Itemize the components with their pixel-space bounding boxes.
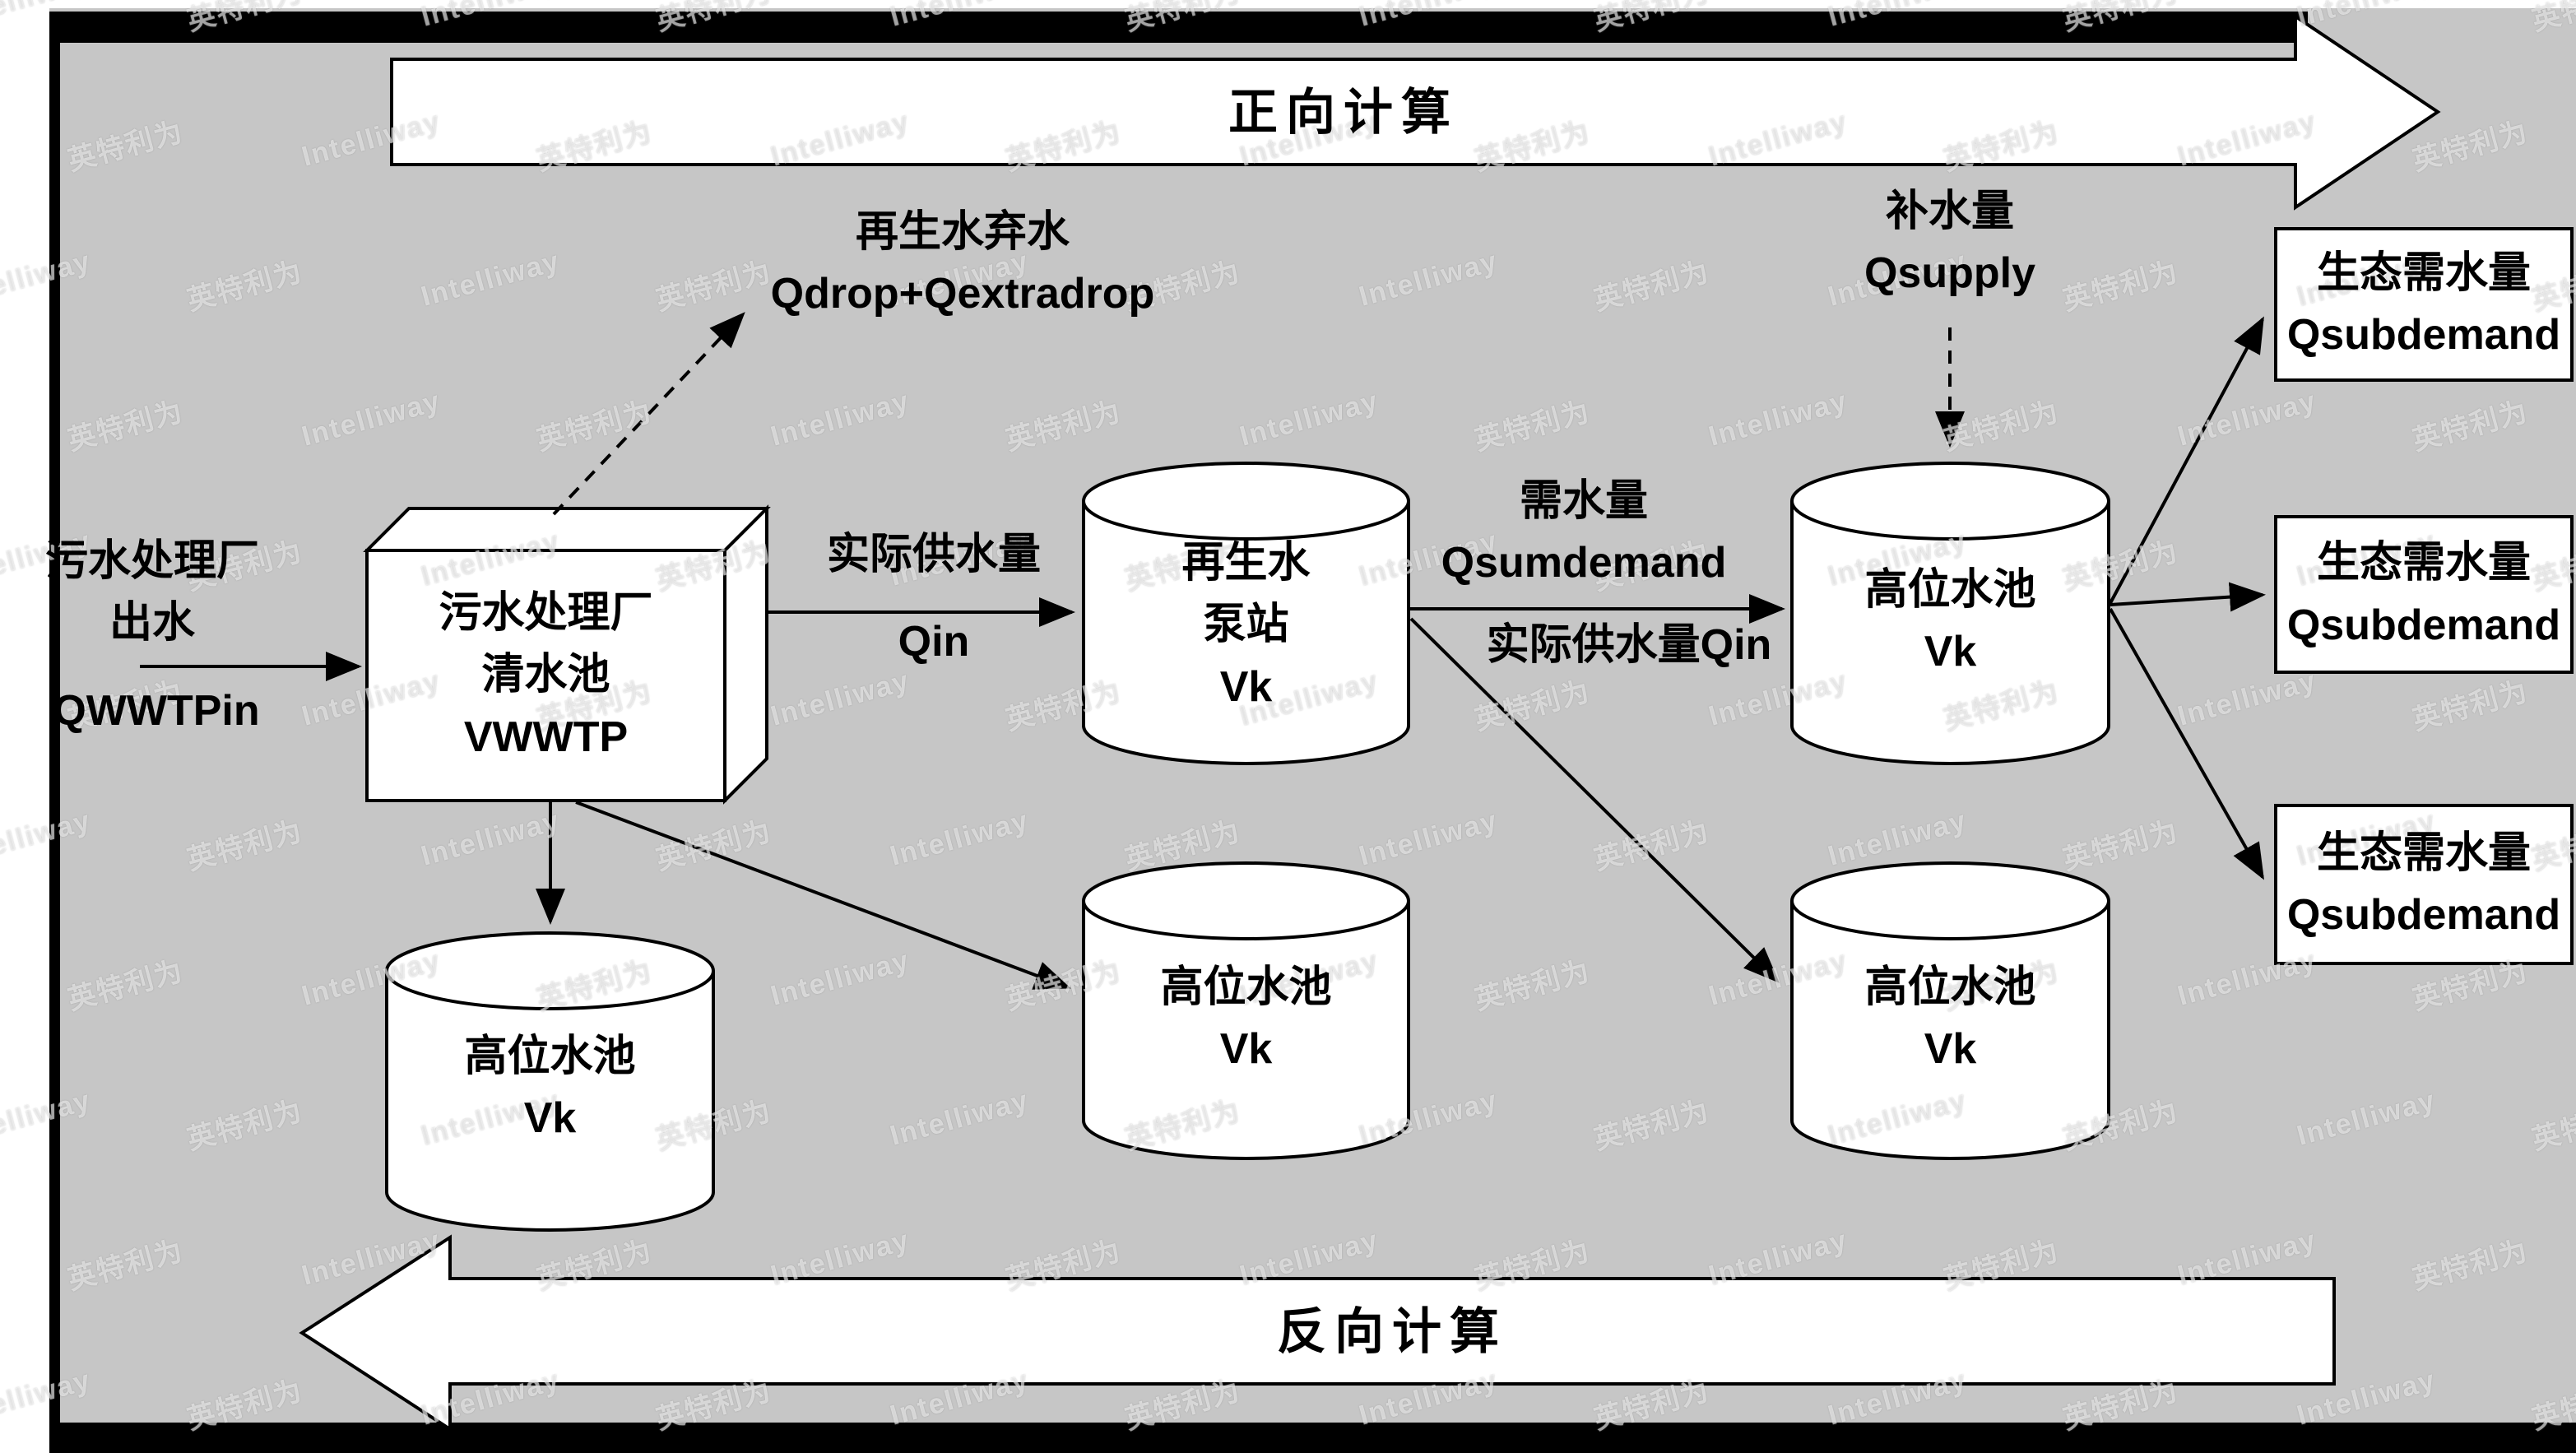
tank-left-name: 高位水池: [464, 1032, 636, 1080]
backward-banner-arrow: [299, 1234, 2336, 1432]
pump-line2: 泵站: [1203, 601, 1289, 649]
arrow-tank-top-to-eco2: [2110, 582, 2266, 612]
edge-demand-below-label: 实际供水量Qin: [1415, 619, 1843, 673]
eco3-line2: Qsubdemand: [2286, 891, 2561, 939]
tank-mid-name: 高位水池: [1160, 963, 1332, 1011]
supply-line1: 补水量: [1885, 187, 2014, 235]
pump-label: 再生水 泵站 Vk: [1084, 502, 1409, 749]
influent-label: 污水处理厂 出水: [29, 527, 276, 658]
tank-right-cylinder-shape: [1790, 861, 2110, 1160]
backward-banner-text: 反向计算: [1277, 1303, 1507, 1359]
arrow-wwtp-to-tank-mid: [575, 801, 1071, 990]
eco1-box-shape: [2274, 227, 2574, 382]
edge-qin-below: Qin: [898, 618, 970, 666]
eco3-box-shape: [2274, 804, 2574, 965]
wwtp-box-shape: [363, 504, 771, 805]
flow-arrows: [140, 312, 2266, 990]
tank-left-label: 高位水池 Vk: [387, 997, 713, 1178]
tank-top-cylinder-shape: [1790, 462, 2110, 765]
eco1-line2: Qsubdemand: [2286, 311, 2561, 359]
forward-banner-text: 正向计算: [1228, 84, 1459, 140]
wwtp-box-label: 污水处理厂 清水池 VWWTP: [367, 550, 725, 801]
tank-right-name: 高位水池: [1864, 963, 2036, 1011]
tank-right-code: Vk: [1924, 1025, 1977, 1073]
left-bar: [49, 12, 60, 1453]
drop-label: 再生水弃水 Qdrop+Qextradrop: [740, 193, 1185, 333]
influent-code-label: QWWTPin: [29, 683, 284, 740]
forward-banner-label: 正向计算: [392, 59, 2295, 165]
edge-qin-above: 实际供水量: [826, 531, 1041, 579]
tank-top-name: 高位水池: [1864, 565, 2036, 614]
eco1-label: 生态需水量 Qsubdemand: [2276, 229, 2572, 380]
wwtp-line2: 清水池: [481, 651, 610, 699]
pump-cylinder-shape: [1082, 462, 1410, 765]
arrow-pump-to-tank-right: [1409, 617, 1780, 983]
supply-label: 补水量 Qsupply: [1785, 177, 2114, 309]
tank-mid-code: Vk: [1219, 1025, 1273, 1073]
influent-line1: 污水处理厂: [44, 536, 259, 585]
wwtp-code: VWWTP: [463, 713, 629, 761]
eco2-line2: Qsubdemand: [2286, 601, 2561, 649]
tank-top-code: Vk: [1924, 628, 1977, 675]
drop-line1: 再生水弃水: [855, 207, 1070, 256]
pump-code: Vk: [1219, 662, 1273, 711]
eco2-box-shape: [2274, 515, 2574, 674]
arrow-tank-top-to-eco1: [2109, 316, 2264, 604]
edge-demand-line2: Qsumdemand: [1441, 539, 1727, 587]
eco1-line1: 生态需水量: [2316, 248, 2531, 297]
drop-line2: Qdrop+Qextradrop: [770, 270, 1155, 318]
eco2-label: 生态需水量 Qsubdemand: [2276, 517, 2572, 672]
edge-qin-above-label: 实际供水量: [765, 528, 1102, 583]
top-bar: [49, 12, 2308, 43]
edge-demand-line1: 需水量: [1519, 476, 1648, 525]
edge-demand-above-label: 需水量 Qsumdemand: [1399, 471, 1769, 594]
wwtp-line1: 污水处理厂: [439, 588, 653, 637]
arrow-tank-top-to-eco3: [2109, 608, 2264, 880]
frame-bars: [49, 12, 2576, 1453]
tank-mid-cylinder-shape: [1082, 861, 1410, 1160]
tank-mid-label: 高位水池 Vk: [1084, 928, 1409, 1109]
edge-demand-below: 实际供水量Qin: [1486, 621, 1772, 670]
eco3-label: 生态需水量 Qsubdemand: [2276, 805, 2572, 963]
tank-top-label: 高位水池 Vk: [1792, 531, 2109, 712]
forward-banner-arrow: [390, 13, 2441, 211]
tank-right-label: 高位水池 Vk: [1792, 928, 2109, 1109]
influent-line2: 出水: [109, 599, 195, 647]
edge-qin-below-label: Qin: [765, 615, 1102, 670]
tank-left-cylinder-shape: [385, 931, 715, 1232]
tank-left-code: Vk: [523, 1094, 577, 1142]
pump-line1: 再生水: [1181, 538, 1311, 587]
eco2-line1: 生态需水量: [2316, 539, 2531, 587]
arrow-drop-dashed: [552, 312, 745, 516]
backward-banner-label: 反向计算: [450, 1279, 2334, 1384]
supply-line2: Qsupply: [1864, 249, 2036, 297]
influent-code: QWWTPin: [53, 687, 260, 736]
eco3-line1: 生态需水量: [2316, 829, 2531, 877]
bottom-bar: [49, 1423, 2576, 1453]
